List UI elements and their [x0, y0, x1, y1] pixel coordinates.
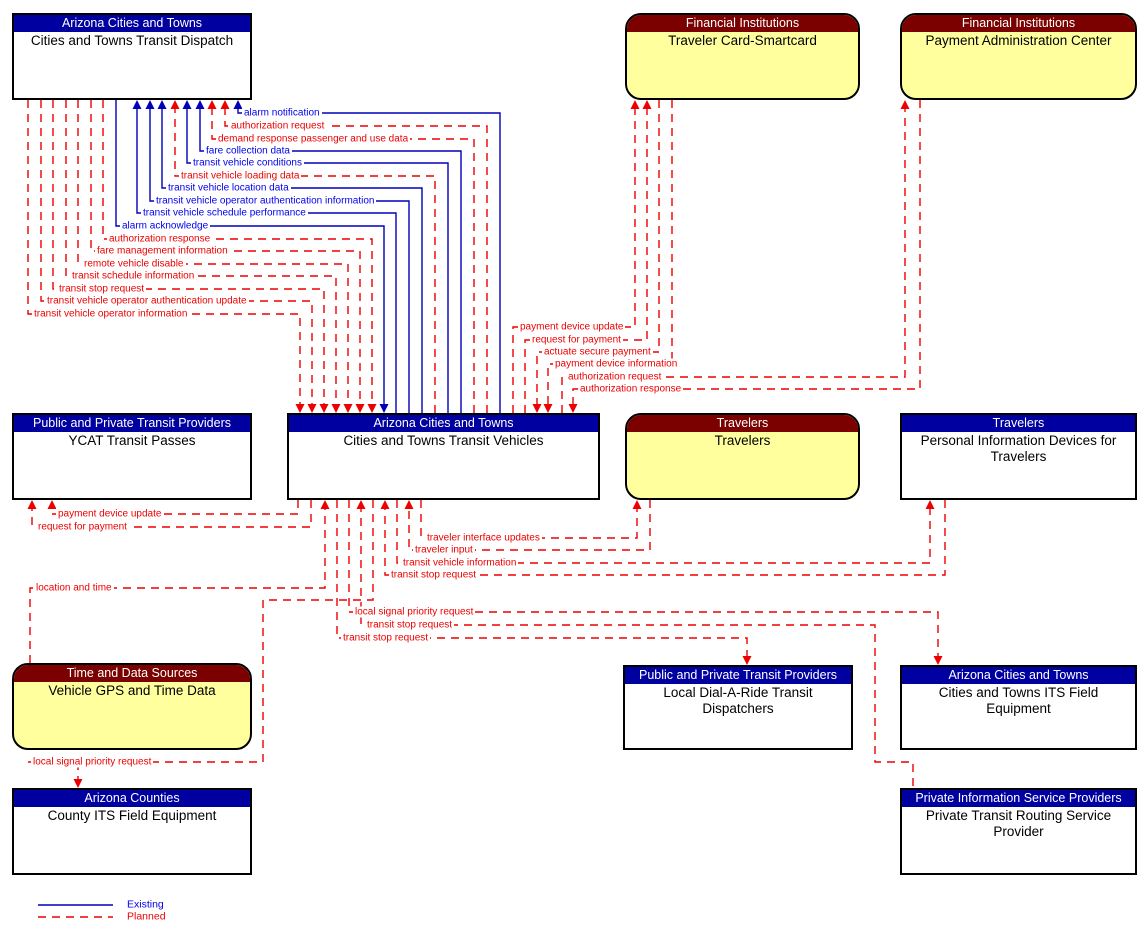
- flow-line-transit-stop-request-pids: [384, 500, 946, 576]
- flow-label: alarm notification: [242, 107, 322, 119]
- flow-label: actuate secure payment: [542, 346, 653, 358]
- flow-label: payment device update: [518, 321, 626, 333]
- flow-line-payment-device-update-ycat: [51, 500, 299, 515]
- flow-label: traveler input: [413, 544, 475, 556]
- flow-label: alarm acknowledge: [120, 220, 211, 232]
- flow-label: transit vehicle location data: [166, 182, 291, 194]
- flow-label: transit vehicle operator authentication …: [154, 195, 377, 207]
- flow-line-demand-response-data: [211, 108, 475, 413]
- box-traveler-card[interactable]: Financial Institutions Traveler Card-Sma…: [625, 13, 860, 100]
- flow-label: payment device update: [56, 508, 164, 520]
- flow-line-transit-vehicle-information: [396, 500, 931, 564]
- box-name: Cities and Towns Transit Vehicles: [343, 433, 544, 448]
- flow-label: remote vehicle disable: [82, 258, 186, 270]
- box-name: Cities and Towns Transit Dispatch: [30, 33, 234, 48]
- flow-label: local signal priority request: [353, 606, 476, 618]
- box-name: County ITS Field Equipment: [47, 808, 217, 823]
- box-name: Private Transit Routing Service Provider: [925, 808, 1112, 839]
- flow-line-fare-collection-data: [199, 108, 462, 413]
- box-dial-a-ride-dispatchers[interactable]: Public and Private Transit Providers Loc…: [623, 665, 853, 750]
- box-category: Public and Private Transit Providers: [14, 415, 250, 432]
- flow-label: transit vehicle conditions: [191, 157, 304, 169]
- flow-label: transit vehicle information: [401, 557, 519, 569]
- flow-label: transit vehicle operator information: [32, 308, 190, 320]
- box-name: Vehicle GPS and Time Data: [14, 682, 250, 700]
- flow-label: transit stop request: [57, 283, 147, 295]
- flow-line-transit-vehicle-loading-data: [174, 108, 436, 413]
- box-name: YCAT Transit Passes: [68, 433, 196, 448]
- box-name: Local Dial-A-Ride Transit Dispatchers: [663, 685, 813, 716]
- flow-label: traveler interface updates: [425, 532, 542, 544]
- flow-line-transit-vehicle-conditions: [186, 108, 449, 413]
- flow-label: transit vehicle loading data: [179, 170, 302, 182]
- flow-line-alarm-acknowledge: [115, 100, 385, 405]
- flow-label: authorization request: [566, 371, 664, 383]
- box-name: Traveler Card-Smartcard: [627, 32, 858, 50]
- flow-line-transit-schedule-information: [65, 100, 337, 405]
- flow-line-alarm-notification: [237, 108, 501, 413]
- flow-label: request for payment: [530, 334, 623, 346]
- flow-label: fare collection data: [204, 145, 292, 157]
- flow-label: location and time: [34, 582, 114, 594]
- flow-line-transit-vehicle-location-data: [161, 108, 423, 413]
- flow-line-remote-vehicle-disable: [77, 100, 349, 405]
- box-name: Cities and Towns ITS Field Equipment: [938, 685, 1099, 716]
- flow-line-authorization-response-pac: [572, 100, 921, 405]
- box-transit-dispatch[interactable]: Arizona Cities and Towns Cities and Town…: [12, 13, 252, 100]
- flow-label: authorization request: [229, 120, 327, 132]
- box-category: Arizona Cities and Towns: [289, 415, 598, 432]
- flow-line-authorization-request-pac: [561, 108, 906, 413]
- box-payment-admin-center[interactable]: Financial Institutions Payment Administr…: [900, 13, 1137, 100]
- flow-label: transit stop request: [365, 619, 455, 631]
- flow-label: transit schedule information: [70, 270, 197, 282]
- box-category: Travelers: [627, 415, 858, 432]
- box-category: Arizona Cities and Towns: [14, 15, 250, 32]
- box-personal-info-devices[interactable]: Travelers Personal Information Devices f…: [900, 413, 1137, 500]
- box-ycat-transit-passes[interactable]: Public and Private Transit Providers YCA…: [12, 413, 252, 500]
- box-name: Payment Administration Center: [902, 32, 1135, 50]
- flow-label: transit stop request: [341, 632, 431, 644]
- box-category: Financial Institutions: [902, 15, 1135, 32]
- flow-line-location-and-time: [29, 508, 326, 663]
- box-name: Personal Information Devices for Travele…: [920, 433, 1117, 464]
- box-private-routing-provider[interactable]: Private Information Service Providers Pr…: [900, 788, 1137, 875]
- box-category: Financial Institutions: [627, 15, 858, 32]
- flow-line-request-for-payment-ycat: [31, 500, 312, 528]
- box-category: Travelers: [902, 415, 1135, 432]
- box-travelers[interactable]: Travelers Travelers: [625, 413, 860, 500]
- flow-label: transit vehicle operator authentication …: [45, 295, 249, 307]
- flow-line-transit-stop-request-dar: [336, 500, 748, 657]
- flow-label: request for payment: [36, 521, 129, 533]
- flow-line-transit-stop-request-pisp: [360, 508, 914, 786]
- flow-label: demand response passenger and use data: [216, 133, 411, 145]
- flow-label: payment device information: [553, 358, 680, 370]
- flow-label: fare management information: [95, 245, 230, 257]
- box-city-its-field-equipment[interactable]: Arizona Cities and Towns Cities and Town…: [900, 665, 1137, 750]
- flow-line-authorization-response-dispatch: [102, 100, 373, 405]
- flow-line-local-signal-priority-city: [348, 500, 939, 657]
- flow-line-authorization-request-dispatch: [224, 108, 488, 413]
- box-category: Time and Data Sources: [14, 665, 250, 682]
- flow-label: authorization response: [578, 383, 684, 395]
- box-name: Travelers: [627, 432, 858, 450]
- flow-label: transit vehicle schedule performance: [141, 207, 308, 219]
- box-category: Arizona Counties: [14, 790, 250, 807]
- legend-planned-label: Planned: [127, 910, 166, 923]
- flow-line-transit-stop-request-dispatch: [52, 100, 325, 405]
- box-category: Arizona Cities and Towns: [902, 667, 1135, 684]
- legend-existing-label: Existing: [127, 898, 164, 911]
- flow-label: authorization response: [107, 233, 213, 245]
- box-transit-vehicles[interactable]: Arizona Cities and Towns Cities and Town…: [287, 413, 600, 500]
- box-category: Public and Private Transit Providers: [625, 667, 851, 684]
- box-category: Private Information Service Providers: [902, 790, 1135, 807]
- box-vehicle-gps[interactable]: Time and Data Sources Vehicle GPS and Ti…: [12, 663, 252, 750]
- box-county-its-field-equipment[interactable]: Arizona Counties County ITS Field Equipm…: [12, 788, 252, 875]
- flow-line-traveler-input: [408, 500, 651, 551]
- flow-label: local signal priority request: [31, 756, 154, 768]
- flow-label: transit stop request: [389, 569, 479, 581]
